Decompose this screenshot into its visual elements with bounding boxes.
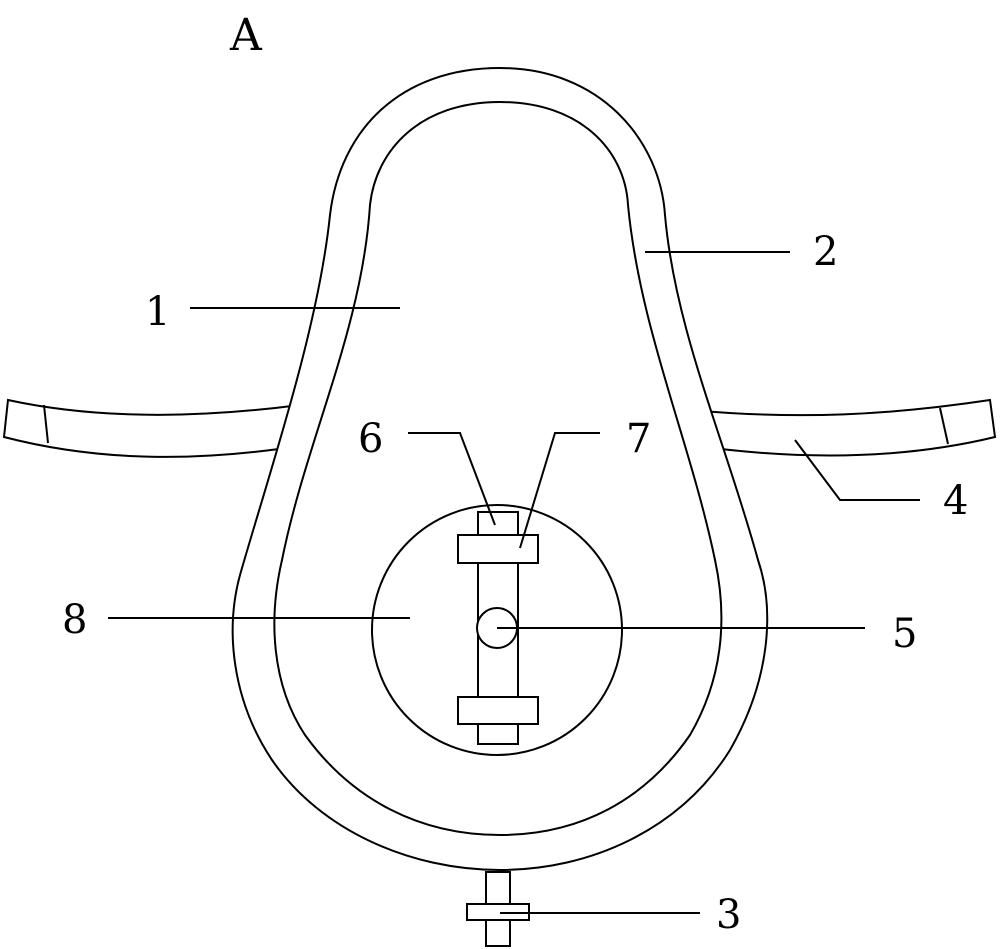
- callout-6: 6: [358, 416, 383, 462]
- left-strap: [4, 400, 306, 457]
- callout-5: 5: [892, 611, 917, 657]
- callout-2: 2: [813, 229, 838, 275]
- callout-8: 8: [62, 597, 87, 643]
- callout-1: 1: [145, 289, 170, 335]
- figure-label: A: [229, 10, 263, 61]
- callout-7: 7: [626, 416, 651, 462]
- right-strap: [690, 400, 995, 456]
- callout-3: 3: [716, 892, 741, 938]
- callout-4: 4: [943, 478, 968, 524]
- bottom-fitting: [467, 872, 529, 946]
